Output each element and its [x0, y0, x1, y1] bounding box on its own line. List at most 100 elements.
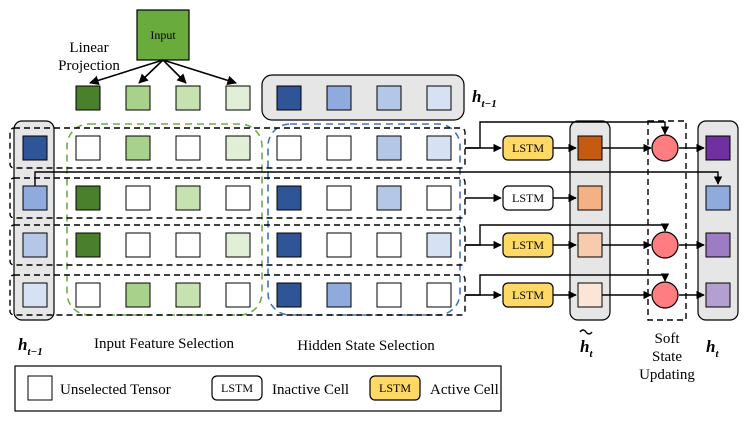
row4-in-1: [75, 282, 101, 308]
row1-hs-3: [376, 135, 402, 161]
update-node-3: [651, 231, 679, 259]
row4-hs-3: [376, 282, 402, 308]
h-prev-column-panel: [13, 120, 55, 321]
row4-hs-2: [326, 282, 352, 308]
h-prev-top-label: ht−1: [472, 87, 497, 110]
h-t-1: [705, 135, 731, 161]
row4-hs-4: [426, 282, 452, 308]
row3-in-3: [175, 232, 201, 258]
svg-text:LSTM: LSTM: [512, 238, 544, 252]
row3-hs-1: [276, 232, 302, 258]
h-tilde-1: [577, 135, 603, 161]
h-prev-top-2: [326, 85, 352, 111]
linear-projection-label-line2: Projection: [58, 58, 120, 74]
row3-in-4: [225, 232, 251, 258]
h-prev-top-panel: [261, 74, 465, 121]
row1-hs-1: [276, 135, 302, 161]
row1-in-2: [125, 135, 151, 161]
connection-lines: [34, 121, 723, 300]
row2-h-prev: [22, 185, 48, 211]
lstm-cell-3: LSTM: [502, 232, 554, 258]
soft-state-updating-line1: Soft: [654, 331, 680, 347]
projected-input-1: [75, 85, 101, 111]
row-2-cells: [22, 185, 452, 211]
legend-unselected-swatch: [27, 375, 53, 401]
row4-in-3: [175, 282, 201, 308]
row4-in-4: [225, 282, 251, 308]
h-t-2: [705, 185, 731, 211]
row-frames: [9, 127, 466, 316]
input-feature-selection-label: Input Feature Selection: [94, 336, 234, 352]
lstm-cell-4: LSTM: [502, 282, 554, 308]
row3-hs-4: [426, 232, 452, 258]
row2-in-2: [125, 185, 151, 211]
row3-in-2: [125, 232, 151, 258]
h-tilde-column-panel: [569, 120, 611, 321]
soft-state-updating-line2: State: [652, 349, 682, 365]
legend-inactive-swatch: [211, 375, 263, 401]
row3-hs-2: [326, 232, 352, 258]
soft-state-updating-box: [647, 120, 687, 321]
update-node-1: [651, 134, 679, 162]
row2-hs-4: [426, 185, 452, 211]
legend-active-label: Active Cell: [430, 382, 499, 398]
row4-h-prev: [22, 282, 48, 308]
h-tilde-2: [577, 185, 603, 211]
row2-in-3: [175, 185, 201, 211]
h-prev-top-1: [276, 85, 302, 111]
row3-hs-3: [376, 232, 402, 258]
lstm-cell-1: LSTM: [502, 135, 554, 161]
hidden-state-selection-group: [267, 123, 461, 316]
input-box: [136, 9, 190, 61]
input-feature-selection-group: [66, 123, 263, 316]
legend-inactive-swatch-text: LSTM: [221, 381, 253, 395]
row1-in-4: [225, 135, 251, 161]
row1-hs-4: [426, 135, 452, 161]
svg-text:ht: ht: [580, 337, 593, 360]
row2-hs-2: [326, 185, 352, 211]
row2-hs-3: [376, 185, 402, 211]
legend-inactive-label: Inactive Cell: [272, 382, 349, 398]
soft-state-updating-line3: Updating: [639, 367, 695, 383]
row2-in-4: [225, 185, 251, 211]
svg-text:LSTM: LSTM: [512, 191, 544, 205]
h-t-column-panel: [697, 120, 739, 321]
row1-in-1: [75, 135, 101, 161]
h-tilde-4: [577, 282, 603, 308]
row-3-cells: [22, 232, 452, 258]
h-t-3: [705, 232, 731, 258]
linear-projection-label-line1: Linear: [69, 40, 108, 56]
svg-text:LSTM: LSTM: [512, 141, 544, 155]
h-prev-top-4: [426, 85, 452, 111]
legend-active-swatch-text: LSTM: [379, 381, 411, 395]
row3-in-1: [75, 232, 101, 258]
h-tilde-label: ht: [579, 329, 593, 360]
h-prev-bottom-label: ht−1: [18, 335, 43, 358]
input-label: Input: [150, 28, 176, 42]
row4-hs-1: [276, 282, 302, 308]
row1-in-3: [175, 135, 201, 161]
row2-in-1: [75, 185, 101, 211]
projection-arrows: [89, 59, 237, 85]
row-1-cells: [22, 135, 452, 161]
lstm-cell-2: LSTM: [502, 185, 554, 211]
h-t-4: [705, 282, 731, 308]
row-4-cells: [22, 282, 452, 308]
row3-h-prev: [22, 232, 48, 258]
h-prev-top-3: [376, 85, 402, 111]
projected-input-2: [125, 85, 151, 111]
projected-input-4: [225, 85, 251, 111]
row2-hs-1: [276, 185, 302, 211]
hidden-state-selection-label: Hidden State Selection: [297, 338, 435, 354]
row4-in-2: [125, 282, 151, 308]
row1-hs-2: [326, 135, 352, 161]
update-node-4: [651, 281, 679, 309]
projected-input-3: [175, 85, 201, 111]
h-tilde-3: [577, 232, 603, 258]
h-t-label: ht: [706, 337, 719, 360]
row1-h-prev: [22, 135, 48, 161]
legend-unselected-label: Unselected Tensor: [60, 382, 171, 398]
svg-text:LSTM: LSTM: [512, 288, 544, 302]
legend-active-swatch: [369, 375, 421, 401]
